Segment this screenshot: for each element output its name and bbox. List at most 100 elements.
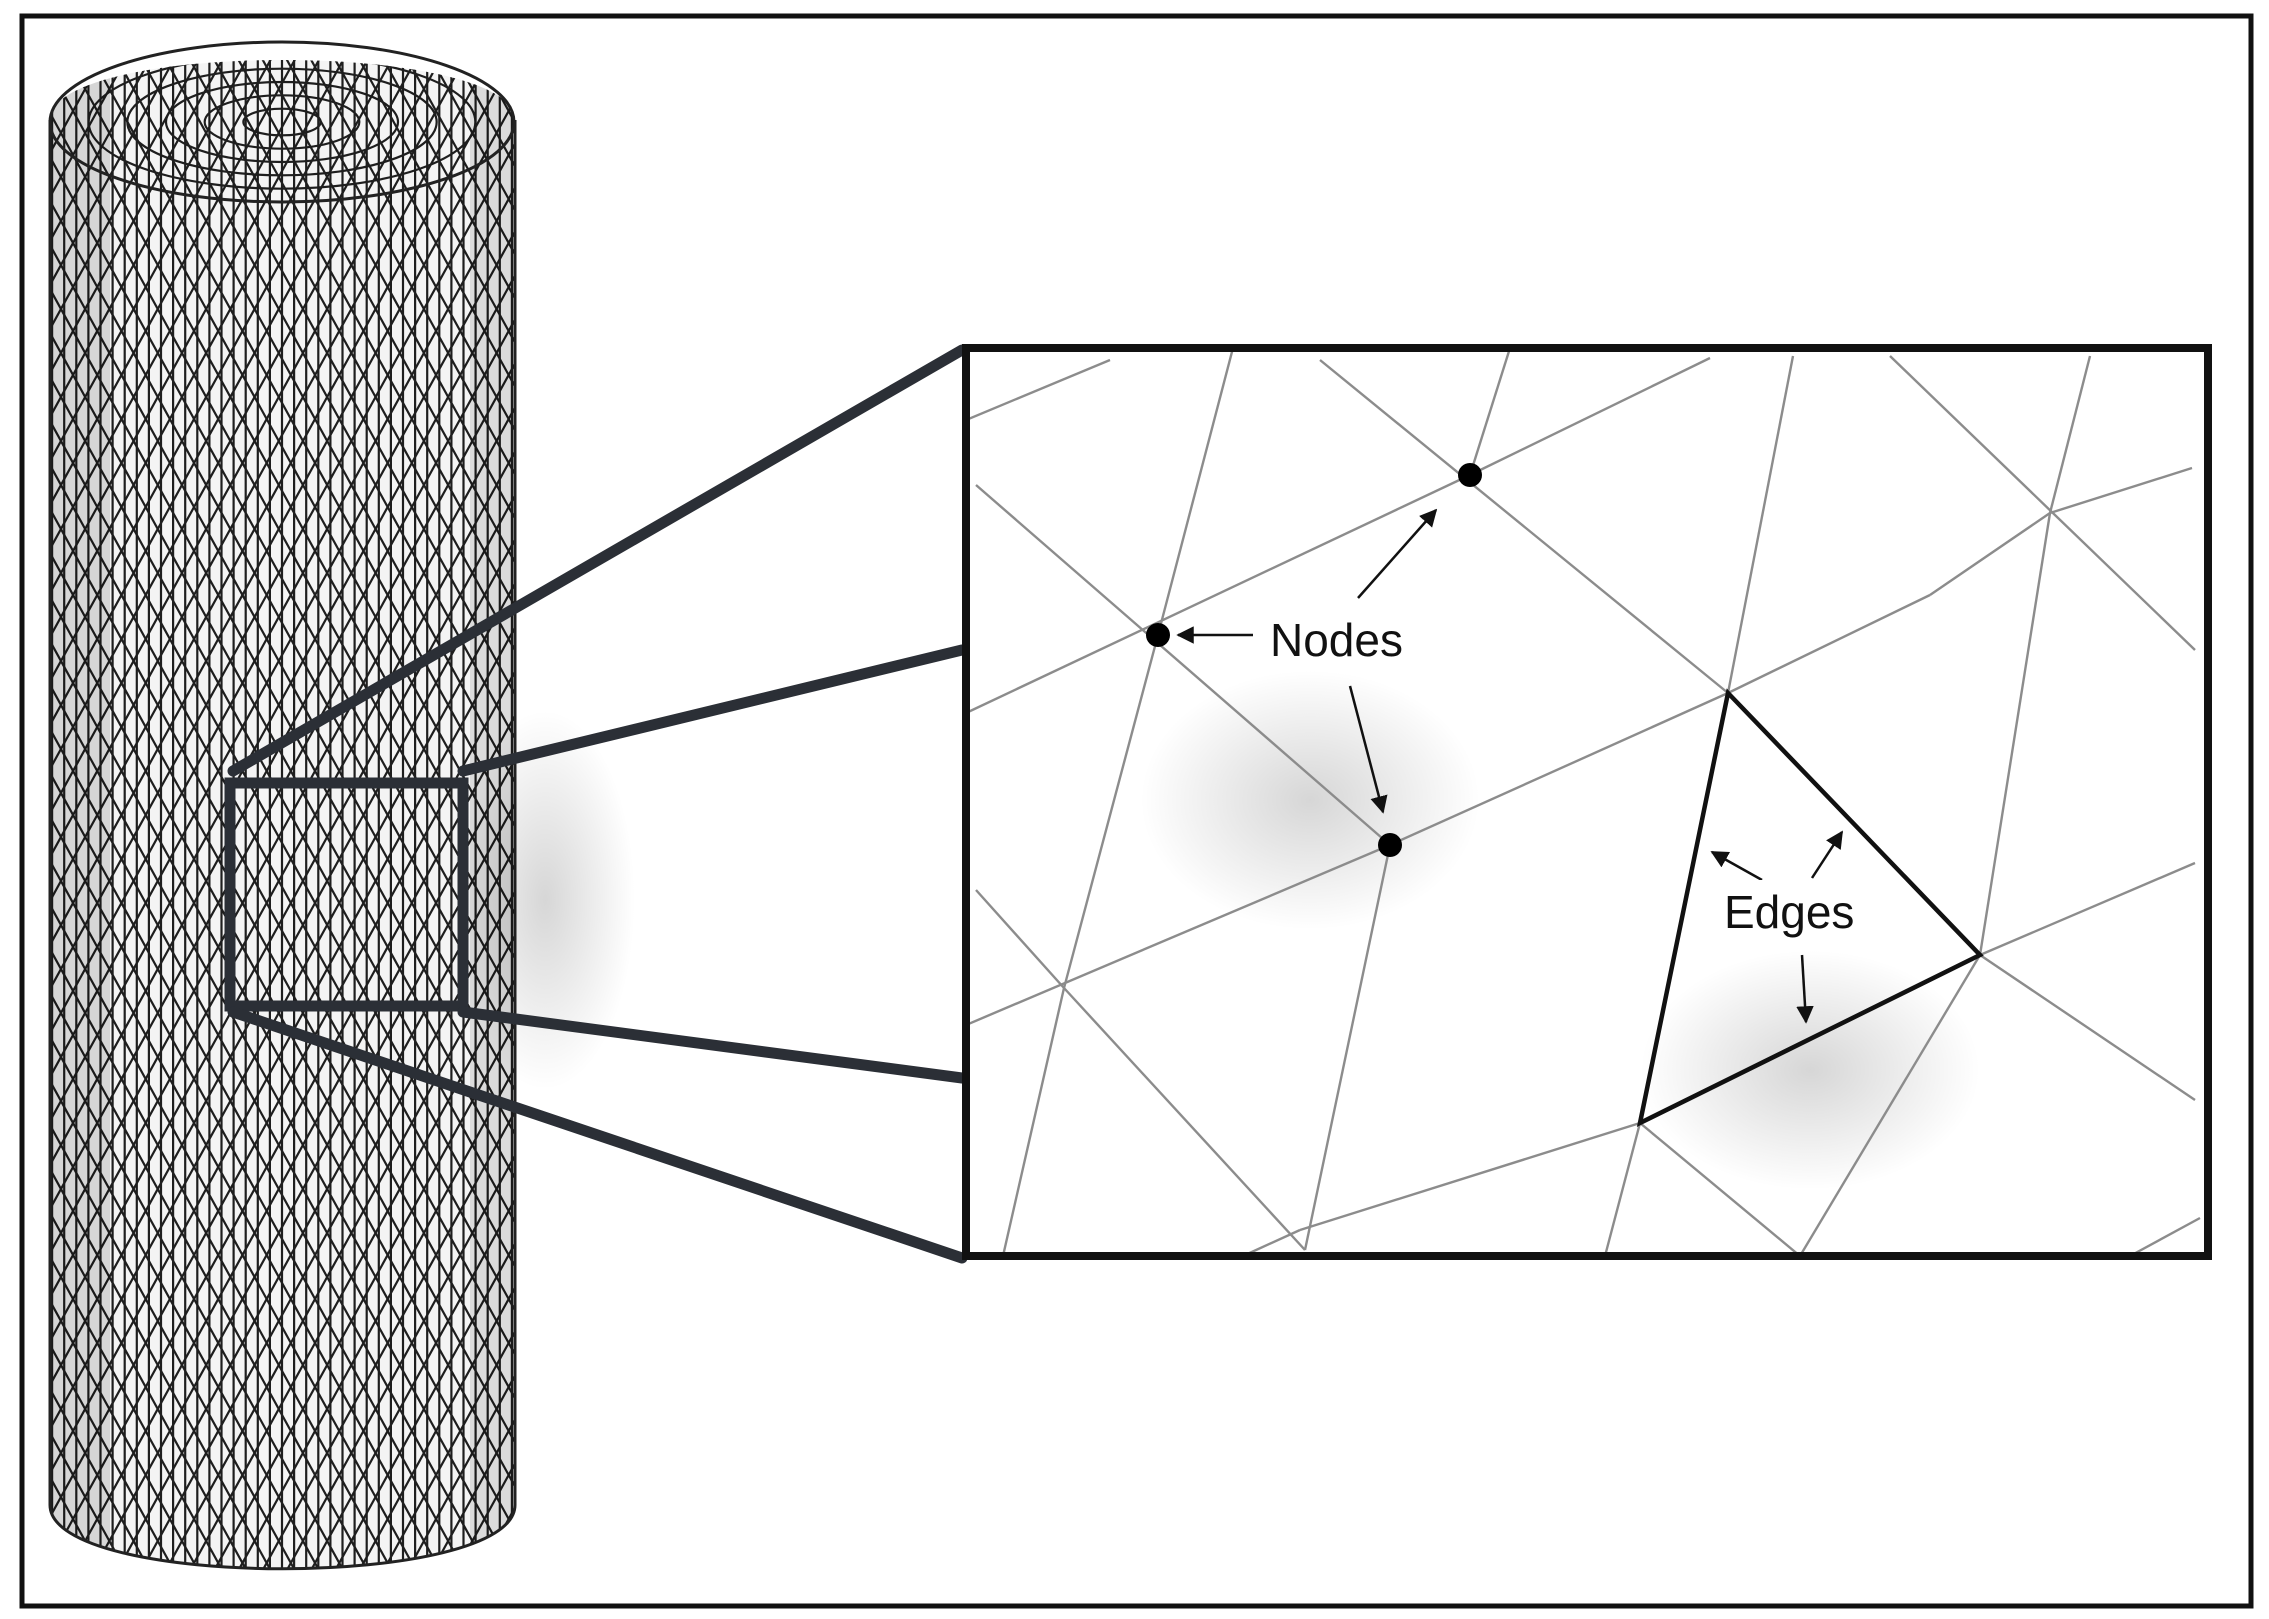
cylinder-mesh-line [118, 60, 515, 1569]
cylinder-mesh-line [50, 60, 515, 1569]
cylinder-mesh-line [94, 60, 515, 1569]
mesh-edge [1468, 348, 1512, 476]
mesh-edge [966, 843, 1391, 1027]
cylinder-cap-ring [242, 107, 322, 137]
mesh-edge [1978, 512, 2052, 956]
cylinder-mesh-line [50, 60, 391, 1569]
cylinder-mesh-line [50, 60, 515, 1569]
cylinder-mesh-line [288, 60, 515, 1569]
cylinder-mesh-line [50, 60, 515, 1569]
cylinder-mesh-line [50, 60, 246, 1569]
cylinder-mesh-line [50, 60, 221, 1569]
cylinder-mesh-line [50, 60, 515, 1569]
cylinder-mesh-line [0, 20, 2, 1610]
mesh-edge [975, 484, 1391, 846]
cylinder-mesh-line [0, 20, 2, 1610]
cylinder-mesh-line [50, 60, 270, 1569]
zoom-source-box [224, 777, 469, 1012]
cylinder-mesh-line [50, 60, 488, 1569]
mesh-edge [966, 358, 1111, 422]
mesh-edge [1639, 1122, 1801, 1256]
cylinder-mesh-line [50, 60, 463, 1569]
mesh-edge [1299, 1121, 1641, 1232]
cylinder-mesh-line [50, 60, 488, 1569]
node-dot [1458, 463, 1482, 487]
edges-label: Edges [1724, 886, 1854, 938]
cylinder-mesh-line [50, 60, 270, 1569]
node-dot [1378, 833, 1402, 857]
mesh-edge [1319, 359, 1729, 694]
arrow [1810, 830, 1844, 879]
cylinder-mesh-line [50, 60, 342, 1569]
cylinder-mesh-line [50, 60, 515, 1569]
connector-line [457, 644, 968, 777]
cylinder-mesh-line [50, 60, 415, 1569]
cylinder-mesh-line [50, 60, 463, 1569]
cylinder-mesh-line [50, 60, 221, 1569]
mesh-edge [1001, 987, 1066, 1256]
cylinder-cap-ring [87, 60, 477, 190]
cylinder-mesh-line [239, 60, 515, 1569]
nodes-label: Nodes [1270, 614, 1403, 666]
cylinder-mesh-line [336, 60, 515, 1569]
arrow [1357, 508, 1438, 599]
cylinder-mesh-line [50, 60, 515, 1569]
cylinder-mesh-line [360, 60, 515, 1569]
mesh-edge [1979, 861, 2196, 957]
mesh-edge [1929, 512, 2051, 596]
cylinder-mesh-line [50, 60, 515, 1569]
cylinder-mesh-line [191, 60, 515, 1569]
connector-line [227, 1006, 968, 1264]
cylinder-mesh-line [50, 60, 294, 1569]
cylinder-mesh-line [50, 60, 515, 1569]
mesh-edge [1726, 355, 1795, 694]
node-dot [1146, 623, 1170, 647]
cylinder-mesh-line [50, 60, 415, 1569]
mesh-edge [1979, 954, 2196, 1101]
mesh-edge [1798, 954, 1982, 1256]
cylinder-mesh [0, 20, 517, 1610]
mesh-edge [1156, 348, 1235, 636]
cylinder-mesh-line [264, 60, 515, 1569]
zoom-connectors [227, 344, 968, 1264]
cylinder-mesh-line [312, 60, 515, 1569]
cylinder-mesh-line [50, 60, 439, 1569]
cylinder-cap-ring [126, 67, 438, 177]
cylinder-mesh-line [50, 60, 52, 1569]
cylinder-mesh-line [215, 60, 515, 1569]
mesh-edge [1889, 355, 2196, 651]
cylinder-mesh-line [50, 60, 52, 1569]
mesh-edge [966, 473, 1471, 715]
mesh-edge [2129, 1216, 2201, 1256]
zoom-mesh-lines [966, 348, 2201, 1256]
outer-border [19, 13, 2254, 1609]
connector-line [457, 1006, 968, 1084]
cylinder-mesh-line [50, 60, 515, 1569]
cylinder-mesh-line [50, 60, 515, 1569]
arrow [1710, 850, 1763, 882]
mesh-edge [1389, 691, 1729, 847]
mesh-edge [975, 889, 1065, 989]
zoom-inset-frame [962, 344, 2212, 1260]
cylinder-mesh-line [50, 60, 515, 1569]
cylinder-mesh-line [50, 60, 515, 1569]
arrow [1348, 685, 1388, 814]
cylinder-outline [48, 120, 517, 1571]
zoom-inset [962, 344, 2212, 1260]
cylinder-mesh-line [191, 60, 515, 1569]
mesh-edge [1303, 844, 1392, 1251]
mesh-edge [1062, 634, 1160, 989]
cylinder-mesh-line [50, 60, 515, 1569]
cylinder-cap-ring [164, 80, 400, 164]
cylinder-mesh-line [336, 60, 515, 1569]
cylinder-mesh-line [50, 60, 439, 1569]
cylinder-mesh-line [167, 60, 515, 1569]
cylinder-mesh-line [143, 60, 515, 1569]
cylinder-mesh-line [50, 60, 515, 1569]
cylinder-mesh-line [50, 60, 342, 1569]
annotation-arrows [1176, 508, 1844, 1024]
cylinder-mesh-line [239, 60, 515, 1569]
cylinder-mesh-line [50, 60, 367, 1569]
highlighted-triangle [1636, 688, 1984, 1128]
